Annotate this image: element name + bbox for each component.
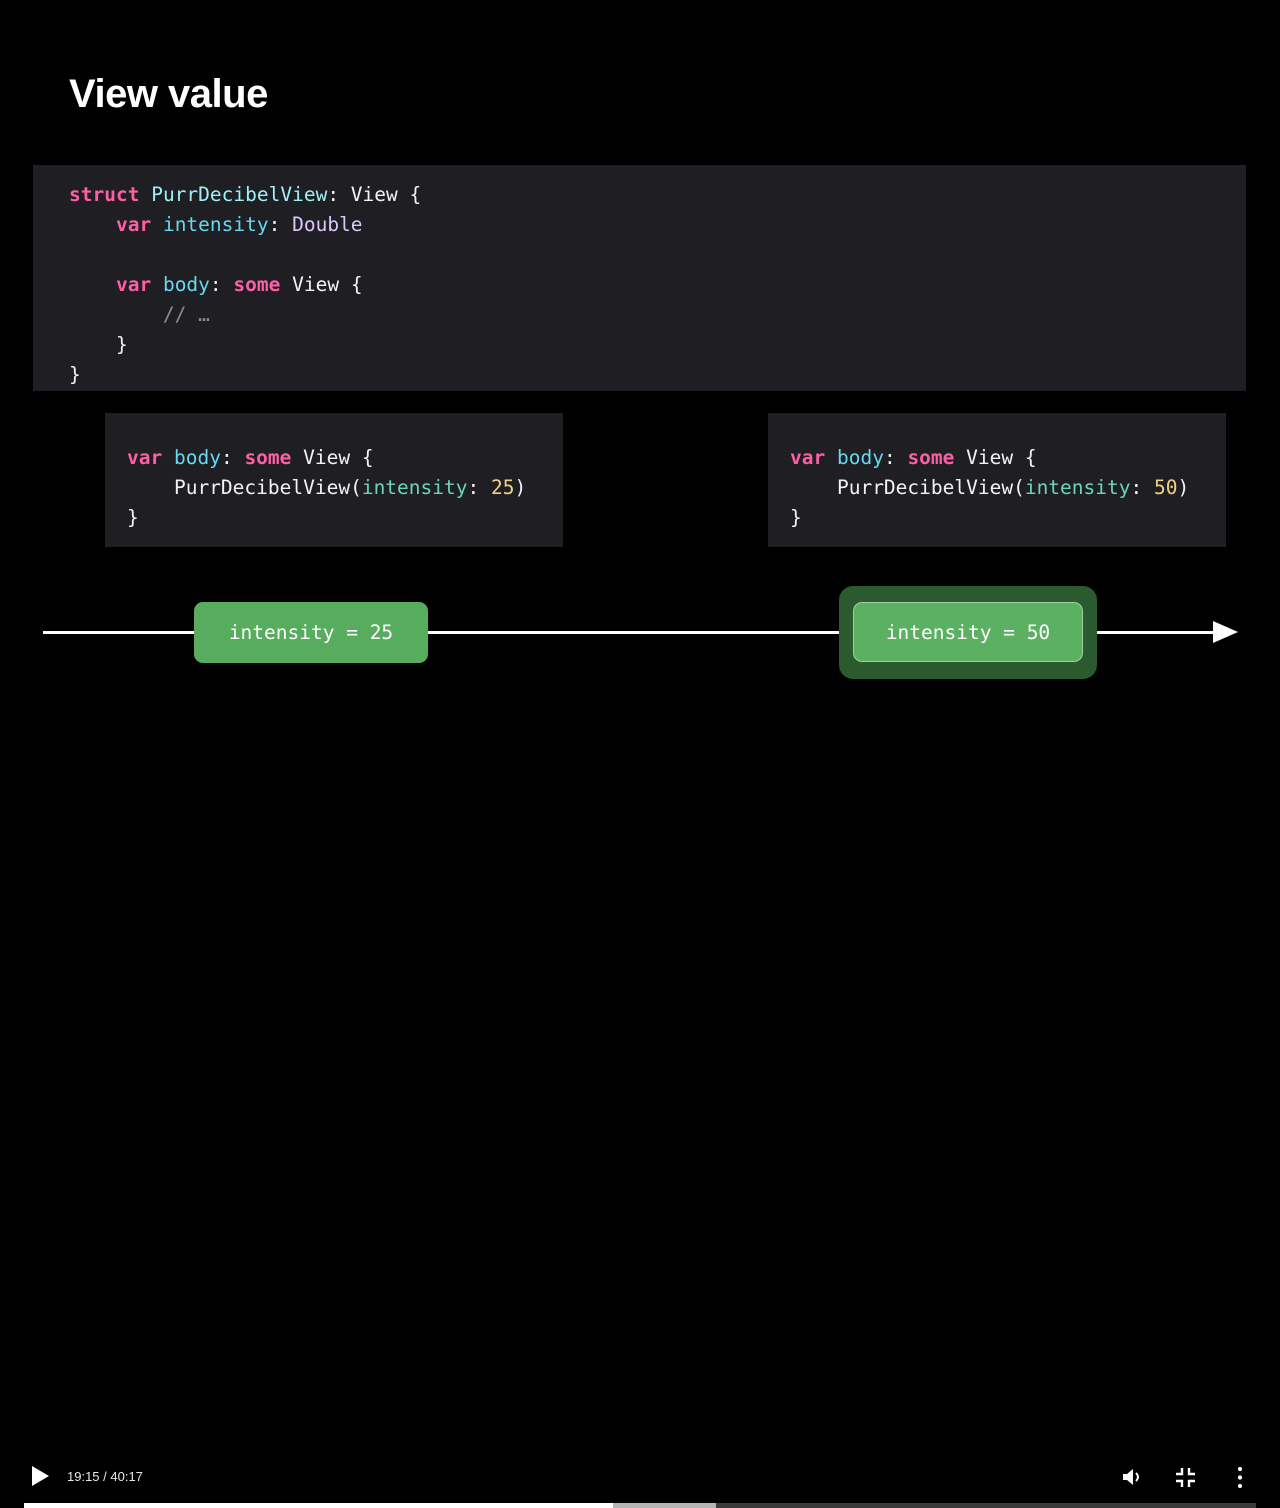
code-token: ( bbox=[350, 476, 362, 499]
code-token: View bbox=[292, 273, 340, 296]
code-line: } bbox=[69, 360, 81, 390]
code-token: var bbox=[115, 213, 152, 236]
code-token: body bbox=[173, 446, 221, 469]
intensity-badge-25-label: intensity = 25 bbox=[228, 621, 394, 644]
time-display: 19:15 / 40:17 bbox=[67, 1469, 143, 1484]
code-token: some bbox=[233, 273, 281, 296]
code-token: ( bbox=[1013, 476, 1025, 499]
code-token bbox=[69, 273, 116, 296]
code-token: PurrDecibelView bbox=[173, 476, 351, 499]
code-token: : bbox=[1130, 476, 1154, 499]
page-title: View value bbox=[69, 72, 268, 116]
code-line bbox=[69, 240, 81, 270]
code-token: intensity bbox=[361, 476, 468, 499]
code-token: : bbox=[883, 446, 908, 469]
code-token: { bbox=[350, 446, 374, 469]
code-token: intensity bbox=[1024, 476, 1131, 499]
code-token bbox=[151, 273, 163, 296]
code-token: var bbox=[115, 273, 152, 296]
code-line: } bbox=[127, 503, 139, 533]
code-token bbox=[127, 476, 174, 499]
code-token: : bbox=[209, 273, 234, 296]
code-token: some bbox=[244, 446, 292, 469]
code-token bbox=[69, 303, 163, 326]
play-icon[interactable] bbox=[32, 1466, 49, 1486]
code-token: PurrDecibelView bbox=[836, 476, 1014, 499]
code-token: : bbox=[327, 183, 351, 206]
code-token: 25 bbox=[490, 476, 515, 499]
code-line: var body: some View { bbox=[69, 270, 363, 300]
code-token bbox=[139, 183, 151, 206]
code-token: View bbox=[303, 446, 351, 469]
code-line: } bbox=[790, 503, 802, 533]
intensity-badge-50: intensity = 50 bbox=[853, 602, 1083, 662]
exit-fullscreen-icon[interactable] bbox=[1172, 1464, 1199, 1491]
code-token: : bbox=[268, 213, 293, 236]
code-token bbox=[825, 446, 837, 469]
code-token: { bbox=[397, 183, 422, 206]
code-token: var bbox=[790, 446, 826, 469]
code-token bbox=[790, 476, 837, 499]
code-line: var intensity: Double bbox=[69, 210, 363, 240]
code-line: PurrDecibelView(intensity: 50) bbox=[790, 473, 1189, 503]
code-token: PurrDecibelView bbox=[151, 183, 328, 206]
volume-icon[interactable] bbox=[1118, 1463, 1146, 1491]
code-token: View bbox=[350, 183, 398, 206]
code-block-right-variant: var body: some View { PurrDecibelView(in… bbox=[768, 413, 1226, 547]
code-line: // … bbox=[69, 300, 210, 330]
code-token: ) bbox=[1177, 476, 1190, 499]
code-line: var body: some View { bbox=[127, 443, 374, 473]
progress-bar-played bbox=[24, 1503, 613, 1508]
code-token: ) bbox=[514, 476, 527, 499]
code-block-main: struct PurrDecibelView: View { var inten… bbox=[33, 165, 1246, 391]
more-vertical-icon[interactable] bbox=[1232, 1464, 1248, 1491]
code-line: PurrDecibelView(intensity: 25) bbox=[127, 473, 526, 503]
code-token: } bbox=[69, 363, 81, 386]
code-token: some bbox=[907, 446, 955, 469]
video-player-controls: 19:15 / 40:17 bbox=[0, 725, 1280, 1508]
code-token: 50 bbox=[1153, 476, 1178, 499]
code-token: body bbox=[836, 446, 884, 469]
intensity-badge-25: intensity = 25 bbox=[194, 602, 428, 663]
code-token: Double bbox=[292, 213, 363, 236]
code-token bbox=[954, 446, 966, 469]
code-token bbox=[151, 213, 163, 236]
code-token bbox=[162, 446, 174, 469]
code-token: : bbox=[467, 476, 491, 499]
slide-canvas: View value struct PurrDecibelView: View … bbox=[33, 72, 1246, 679]
code-token: var bbox=[127, 446, 163, 469]
code-token bbox=[69, 213, 116, 236]
timeline-arrow-icon bbox=[1213, 621, 1238, 643]
code-token: } bbox=[790, 506, 802, 529]
code-token bbox=[291, 446, 303, 469]
progress-bar-track[interactable] bbox=[24, 1503, 1256, 1508]
code-line: var body: some View { bbox=[790, 443, 1037, 473]
intensity-badge-50-label: intensity = 50 bbox=[885, 620, 1051, 644]
code-token: } bbox=[69, 333, 128, 356]
code-block-left-variant: var body: some View { PurrDecibelView(in… bbox=[105, 413, 563, 547]
timeline-axis bbox=[43, 631, 1225, 634]
code-token: struct bbox=[69, 183, 140, 206]
code-token: intensity bbox=[162, 213, 269, 236]
code-line: } bbox=[69, 330, 128, 360]
code-token: { bbox=[339, 273, 363, 296]
code-token: : bbox=[220, 446, 245, 469]
code-token: } bbox=[127, 506, 139, 529]
code-token: { bbox=[1013, 446, 1037, 469]
code-token: body bbox=[162, 273, 210, 296]
code-token: // … bbox=[162, 303, 210, 326]
code-token bbox=[280, 273, 292, 296]
code-line: struct PurrDecibelView: View { bbox=[69, 180, 421, 210]
code-token: View bbox=[966, 446, 1014, 469]
